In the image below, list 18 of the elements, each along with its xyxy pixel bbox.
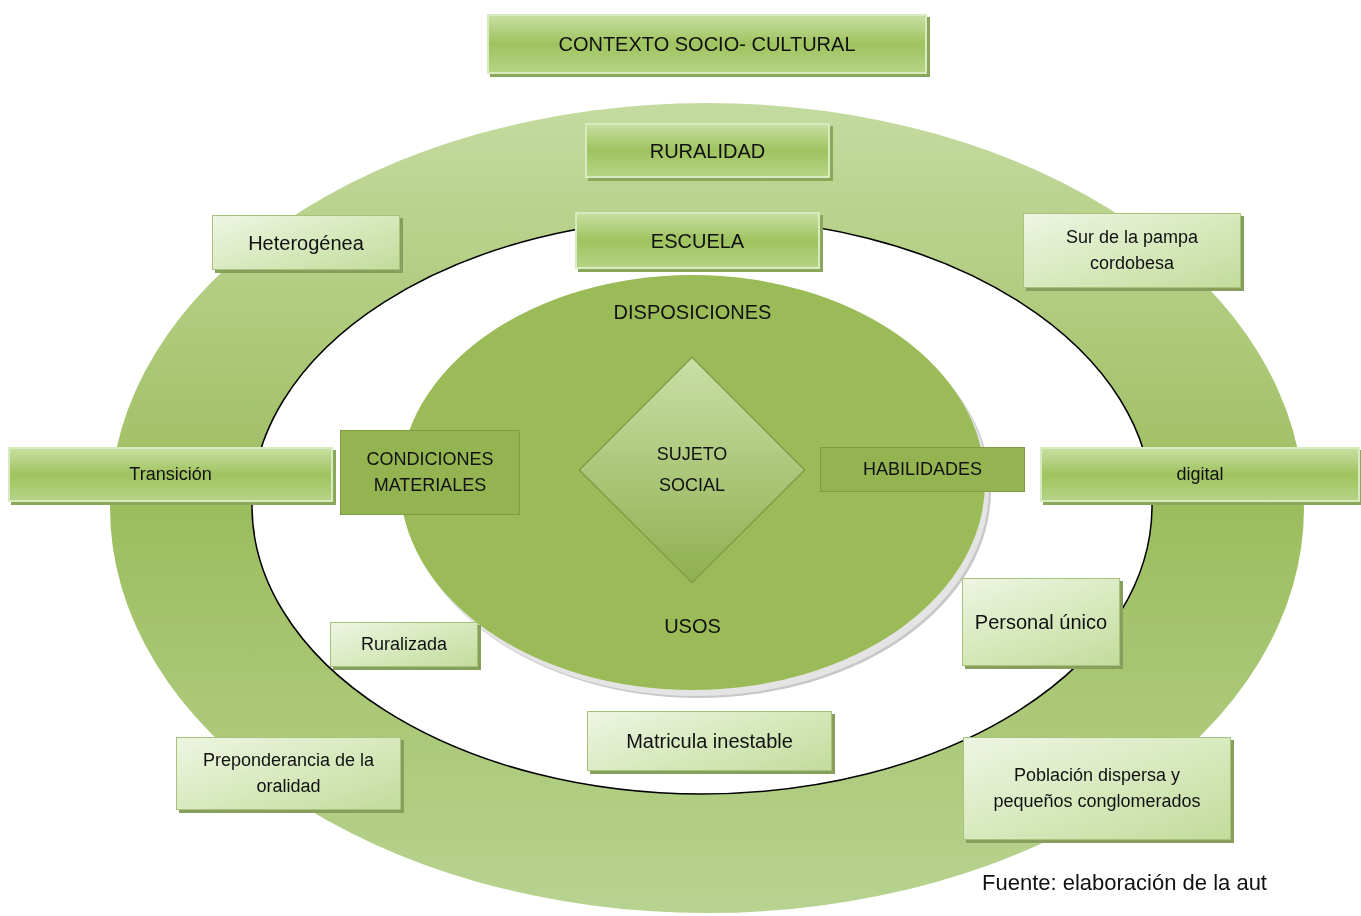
text-box: Heterogénea [212,215,400,270]
text-box: Matricula inestable [587,711,832,771]
text-box: digital [1040,447,1360,502]
diamond [577,355,807,585]
text-box: Preponderancia de la oralidad [176,737,401,810]
diamond-label: SUJETO SOCIAL [655,443,729,497]
text-box: Ruralizada [330,622,478,667]
text-box: Personal único [962,578,1120,666]
label-box: CONDICIONES MATERIALES [340,430,520,515]
text-box: Transición [8,447,333,502]
text-box: RURALIDAD [585,123,830,178]
text-box: CONTEXTO SOCIO- CULTURAL [487,14,927,74]
text-box: Sur de la pampa cordobesa [1023,213,1241,288]
text-box: Población dispersa y pequeños conglomerados [963,737,1231,840]
ellipse-label: DISPOSICIONES [612,301,773,324]
label-box: HABILIDADES [820,447,1025,492]
source-note: Fuente: elaboración de la aut [982,870,1267,896]
text-box: ESCUELA [575,212,820,269]
